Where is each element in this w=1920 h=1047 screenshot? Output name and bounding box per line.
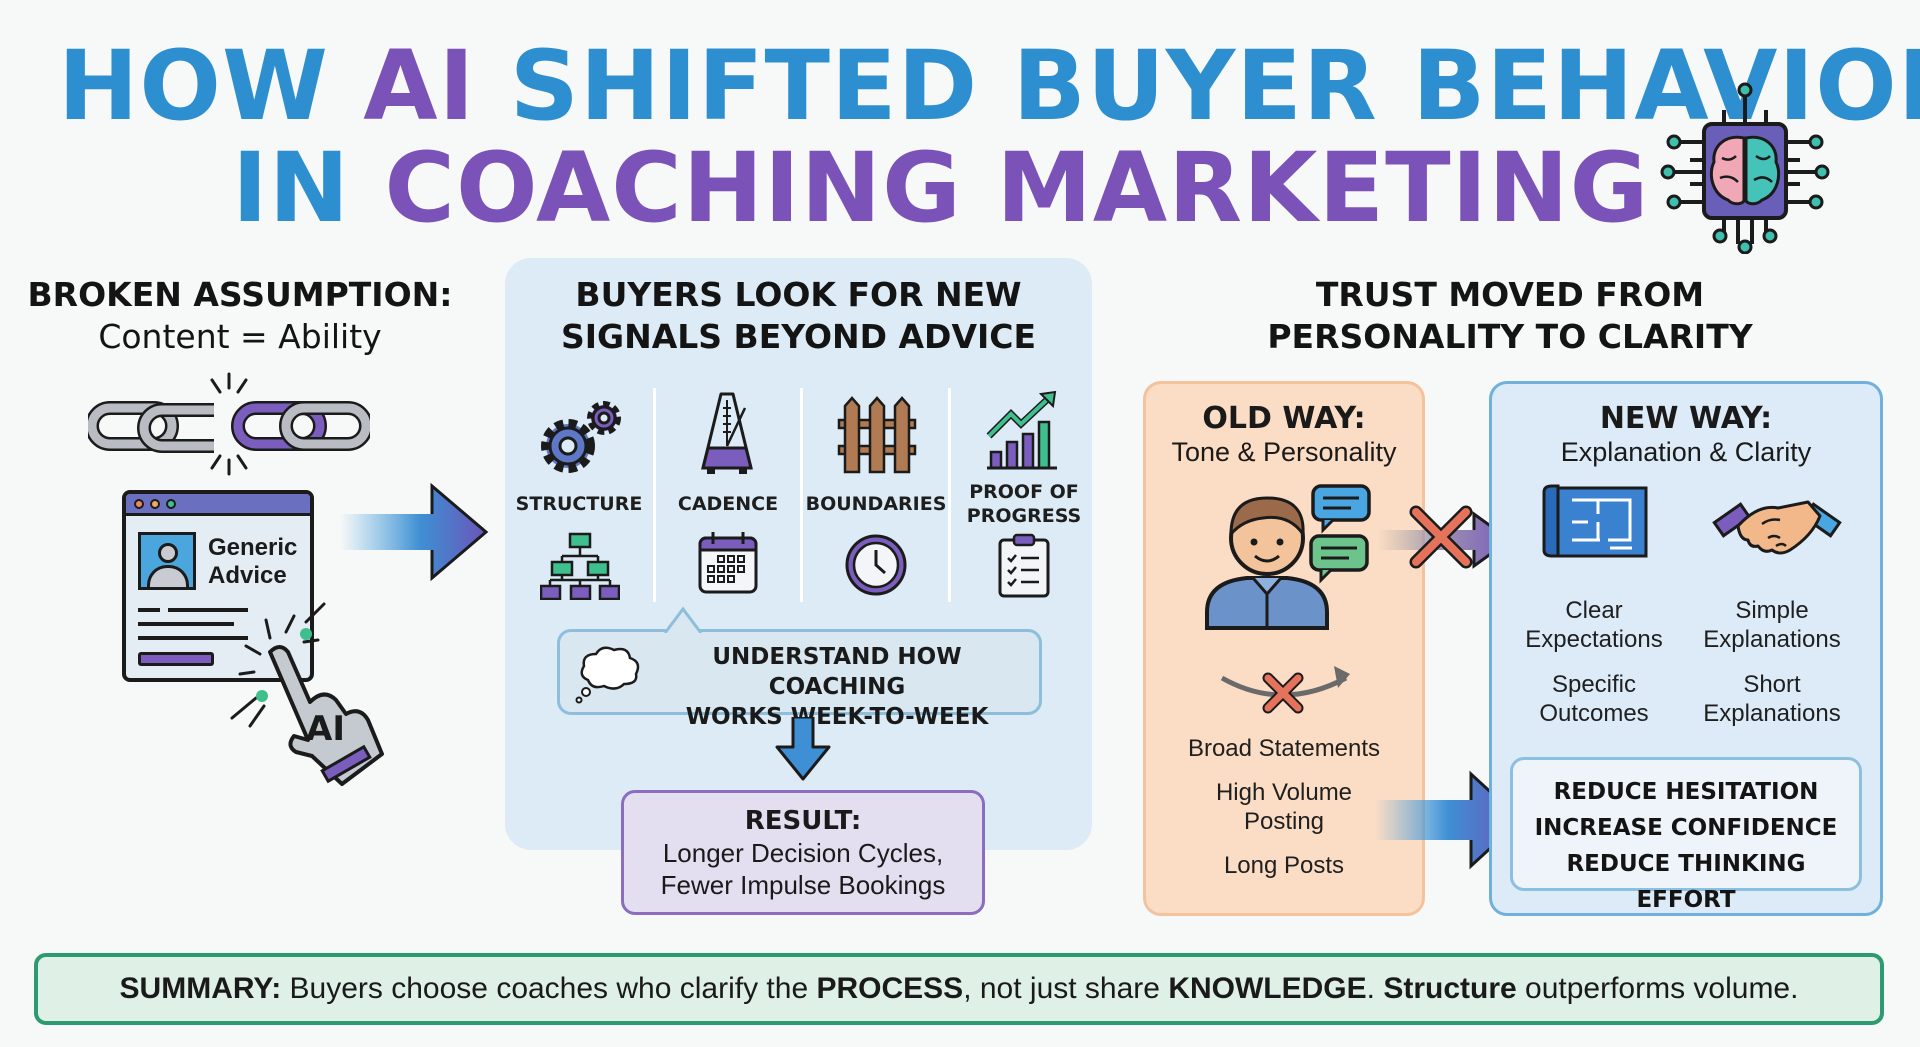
trust-heading: TRUST MOVED FROM PERSONALITY TO CLARITY — [1130, 274, 1890, 358]
result-title: RESULT: — [744, 806, 862, 836]
bubble-pointer — [663, 606, 703, 633]
old-way-title: OLD WAY: — [1202, 401, 1366, 436]
summary-banner: SUMMARY: Buyers choose coaches who clari… — [34, 953, 1884, 1025]
signal-proof-of-progress: PROOF OF PROGRESS — [951, 390, 1097, 602]
new-way-item: Short Explanations — [1682, 670, 1862, 728]
item-line: Explanations — [1703, 626, 1841, 653]
hand-label: AI — [306, 709, 345, 749]
callout-line: WORKS WEEK-TO-WEEK — [685, 704, 989, 730]
person-speaking-icon — [1205, 484, 1371, 630]
robot-hand-icon: AI — [230, 602, 384, 786]
new-way-panel: NEW WAY: Explanation & Clarity Clear Exp… — [1489, 381, 1883, 916]
new-way-item: Specific Outcomes — [1504, 670, 1684, 728]
result-box: RESULT: Longer Decision Cycles, Fewer Im… — [621, 790, 985, 915]
growth-chart-icon — [986, 390, 1057, 470]
callout-line: UNDERSTAND HOW COACHING — [712, 644, 962, 700]
rejected-arrow-icon — [1378, 505, 1513, 569]
metronome-icon — [701, 392, 753, 474]
broken-assumption-heading: BROKEN ASSUMPTION: Content = Ability — [20, 274, 460, 358]
old-way-item: High Volume — [1215, 779, 1353, 806]
column-divider — [653, 388, 656, 602]
title-line-2: IN COACHING MARKETING — [232, 140, 1649, 236]
item-line: Explanations — [1703, 700, 1841, 727]
subheading-text: Content = Ability — [98, 317, 382, 356]
label-line: PROOF OF — [969, 481, 1079, 503]
signals-heading: BUYERS LOOK FOR NEW SIGNALS BEYOND ADVIC… — [505, 274, 1092, 358]
item-line: Simple — [1735, 597, 1809, 624]
ai-brain-chip-icon — [1660, 82, 1830, 254]
old-way-panel: OLD WAY: Tone & Personality Broad Statem… — [1143, 381, 1425, 916]
window-text: Advice — [208, 562, 287, 589]
heading-line: BUYERS LOOK FOR NEW — [575, 275, 1022, 314]
heading-line: SIGNALS BEYOND ADVICE — [560, 317, 1037, 356]
arrow-down-icon — [775, 717, 831, 781]
effect-item: REDUCE THINKING EFFORT — [1566, 851, 1806, 913]
effect-item: REDUCE HESITATION — [1553, 779, 1819, 805]
new-way-title: NEW WAY: — [1599, 401, 1773, 436]
summary-bold: PROCESS — [816, 972, 964, 1005]
effects-box: REDUCE HESITATION INCREASE CONFIDENCE RE… — [1510, 757, 1862, 913]
org-chart-icon — [540, 532, 620, 600]
item-line: Clear — [1565, 597, 1623, 624]
result-line: Fewer Impulse Bookings — [660, 870, 946, 900]
title-text: HOW — [58, 30, 364, 142]
item-line: Expectations — [1525, 626, 1663, 653]
signal-boundaries: BOUNDARIES — [803, 390, 949, 602]
blueprint-icon — [1542, 484, 1648, 558]
signal-cadence: CADENCE — [655, 390, 801, 602]
signal-label: STRUCTURE — [515, 493, 643, 515]
window-titlebar — [126, 494, 310, 516]
new-way-item: Simple Explanations — [1682, 596, 1862, 654]
title-text: SHIFTED BUYER BEHAVIOR — [475, 30, 1920, 142]
heading-line: TRUST MOVED FROM — [1315, 275, 1705, 314]
understand-coaching-callout: UNDERSTAND HOW COACHING WORKS WEEK-TO-WE… — [557, 629, 1042, 730]
callout-text: UNDERSTAND HOW COACHING WORKS WEEK-TO-WE… — [645, 642, 1029, 732]
summary-text: , not just share — [963, 972, 1169, 1005]
title-line-1: HOW AI SHIFTED BUYER BEHAVIOR — [58, 38, 1920, 134]
clock-icon — [845, 534, 907, 596]
broken-chain-icon — [88, 372, 370, 476]
avatar-icon — [138, 532, 196, 590]
old-way-item: Broad Statements — [1187, 735, 1381, 762]
effect-item: INCREASE CONFIDENCE — [1534, 815, 1838, 841]
column-divider — [800, 388, 803, 602]
summary-bold: Structure — [1383, 972, 1517, 1005]
window-text: Generic — [208, 534, 298, 561]
old-way-subtitle: Tone & Personality — [1171, 437, 1397, 467]
signal-label: CADENCE — [677, 493, 779, 515]
calendar-icon — [698, 532, 758, 594]
summary-label: SUMMARY: — [119, 972, 282, 1005]
item-line: Short — [1743, 671, 1801, 698]
heading-text: BROKEN ASSUMPTION: — [27, 275, 453, 314]
item-line: Specific — [1551, 671, 1637, 698]
signal-structure: STRUCTURE — [506, 390, 652, 602]
old-way-item: Posting — [1243, 808, 1325, 835]
result-line: Longer Decision Cycles, — [662, 838, 944, 868]
title-text: IN — [232, 132, 385, 244]
thought-cloud-icon — [575, 646, 640, 704]
column-divider — [948, 388, 951, 602]
new-way-subtitle: Explanation & Clarity — [1560, 437, 1812, 467]
summary-text: Buyers choose coaches who clarify the — [281, 972, 817, 1005]
signal-label: PROOF OF PROGRESS — [951, 480, 1097, 528]
fence-icon — [837, 396, 917, 474]
new-way-item: Clear Expectations — [1504, 596, 1684, 654]
summary-bold: KNOWLEDGE — [1168, 972, 1367, 1005]
title-highlight-ai: AI — [363, 30, 476, 142]
handshake-icon — [1712, 500, 1842, 555]
arrow-right-icon — [340, 482, 489, 582]
label-line: PROGRESS — [966, 505, 1082, 527]
title-highlight: COACHING MARKETING — [384, 132, 1650, 244]
summary-text: . — [1366, 972, 1384, 1005]
crossed-arrow-icon — [1220, 666, 1350, 714]
item-line: Outcomes — [1539, 700, 1649, 727]
browser-window-icon: Generic Advice — [122, 490, 314, 682]
old-way-item: Long Posts — [1223, 852, 1345, 879]
checklist-clipboard-icon — [998, 533, 1050, 598]
heading-line: PERSONALITY TO CLARITY — [1267, 317, 1753, 356]
gears-icon — [541, 401, 621, 473]
signal-label: BOUNDARIES — [805, 493, 947, 515]
summary-text: outperforms volume. — [1516, 972, 1799, 1005]
